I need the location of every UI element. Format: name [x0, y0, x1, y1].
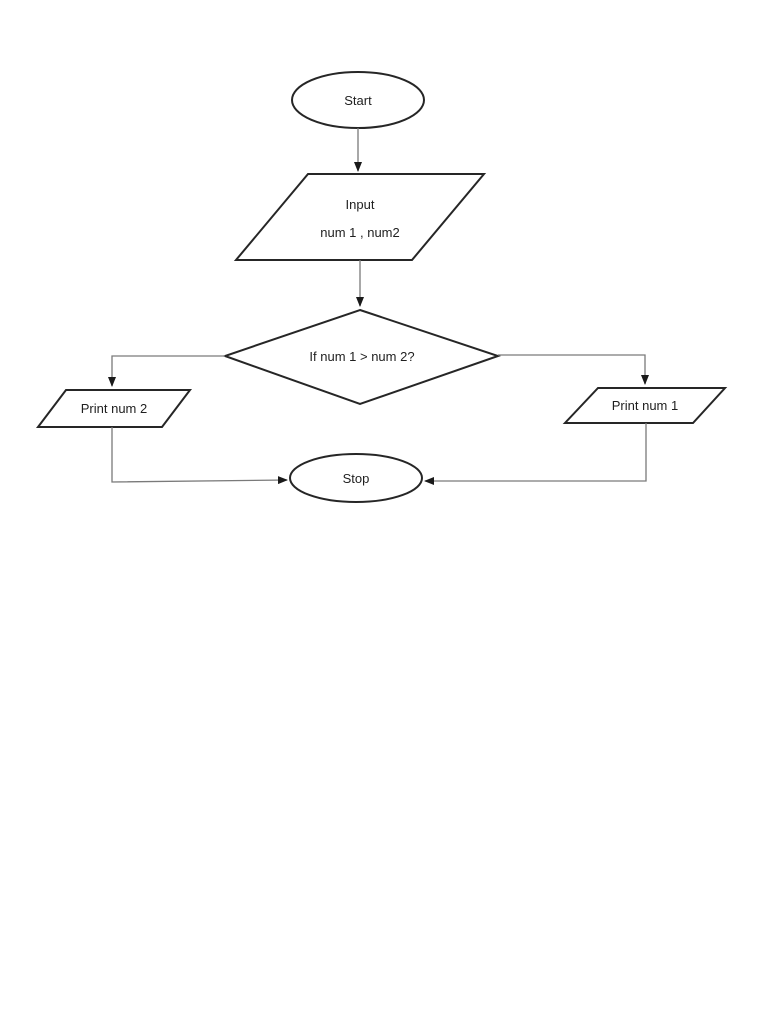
- print-num1-node: Print num 1: [562, 387, 728, 424]
- stop-node: Stop: [289, 453, 423, 503]
- input-node-label-line1: Input: [346, 197, 375, 212]
- print-num1-parallelogram-shape: [562, 387, 728, 424]
- edge-decision-to-print-num1: [498, 354, 649, 385]
- print-num2-node-label: Print num 2: [81, 401, 147, 416]
- input-node-label-line2: num 1 , num2: [320, 225, 400, 240]
- input-parallelogram-shape: [233, 173, 487, 261]
- print-num1-node-label: Print num 1: [612, 398, 678, 413]
- decision-diamond-shape: [221, 308, 502, 406]
- edge-decision-to-print-num2: [108, 355, 225, 387]
- edge-print-num1-to-stop: [424, 423, 647, 485]
- decision-node: If num 1 > num 2?: [221, 308, 502, 406]
- start-node-label: Start: [344, 93, 372, 108]
- print-num2-parallelogram-shape: [35, 389, 193, 428]
- start-node: Start: [291, 71, 425, 129]
- edge-print-num2-to-stop: [111, 427, 288, 485]
- stop-node-label: Stop: [343, 471, 370, 486]
- stop-terminator-shape: [289, 453, 423, 503]
- print-num2-node: Print num 2: [35, 389, 193, 428]
- input-node: Input num 1 , num2: [233, 173, 487, 261]
- decision-node-label: If num 1 > num 2?: [309, 349, 414, 364]
